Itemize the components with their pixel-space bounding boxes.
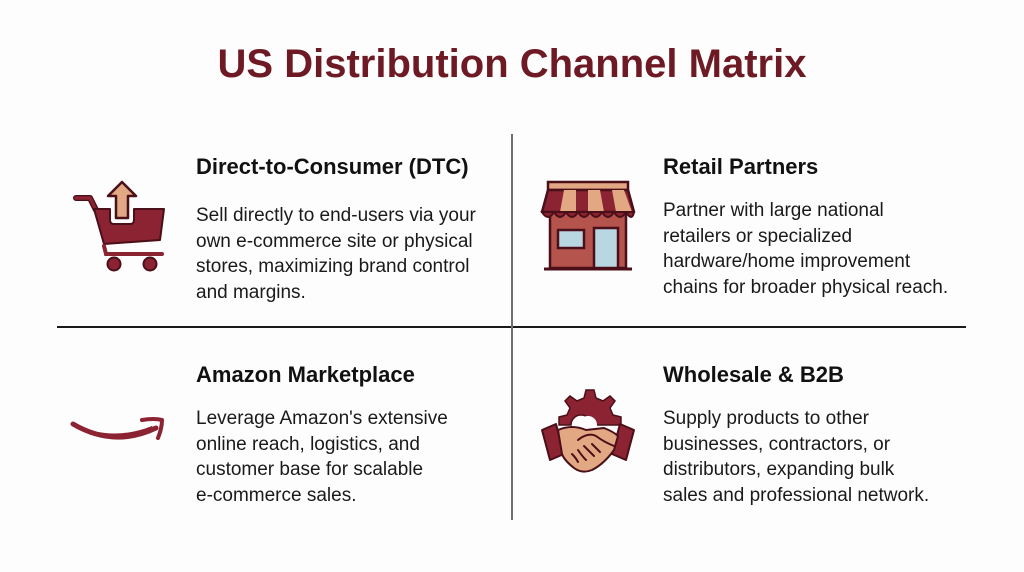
storefront-icon	[538, 176, 638, 281]
description-line: businesses, contractors, or	[663, 433, 891, 455]
quadrant-heading: Wholesale & B2B	[663, 362, 844, 387]
amazon-smile-arrow-icon	[70, 408, 170, 463]
description-line: online reach, logistics, and	[196, 433, 420, 455]
quadrant-description: Partner with large national retailers or…	[663, 198, 948, 300]
description-line: Leverage Amazon's extensive	[196, 408, 448, 429]
gear-handshake-icon	[538, 384, 638, 489]
description-line: Partner with large national	[663, 200, 884, 221]
quadrant-description: Sell directly to end-users via your own …	[196, 203, 476, 305]
description-line: e-commerce sales.	[196, 484, 357, 506]
quadrant-description: Leverage Amazon's extensive online reach…	[196, 406, 448, 508]
page-title: US Distribution Channel Matrix	[217, 42, 807, 86]
vertical-divider	[511, 134, 513, 520]
quadrant-heading: Direct-to-Consumer (DTC)	[196, 154, 469, 179]
quadrant-heading: Retail Partners	[663, 154, 819, 179]
description-line: distributors, expanding bulk	[663, 459, 895, 480]
quadrant-description: Supply products to other businesses, con…	[663, 406, 929, 508]
description-line: Supply products to other	[663, 408, 869, 429]
description-line: chains for broader physical reach.	[663, 276, 949, 298]
description-line: retailers or specialized	[663, 225, 853, 247]
description-line: hardware/home improvement	[663, 251, 911, 272]
description-line: own e-commerce site or physical	[196, 230, 473, 252]
description-line: customer base for scalable	[196, 459, 424, 480]
quadrant-heading: Amazon Marketplace	[196, 362, 415, 387]
shopping-cart-upload-icon	[68, 176, 168, 281]
description-line: stores, maximizing brand control	[196, 256, 470, 277]
description-line: and margins.	[196, 281, 306, 303]
description-line: Sell directly to end-users via your	[196, 205, 476, 226]
description-line: sales and professional network.	[663, 484, 930, 506]
